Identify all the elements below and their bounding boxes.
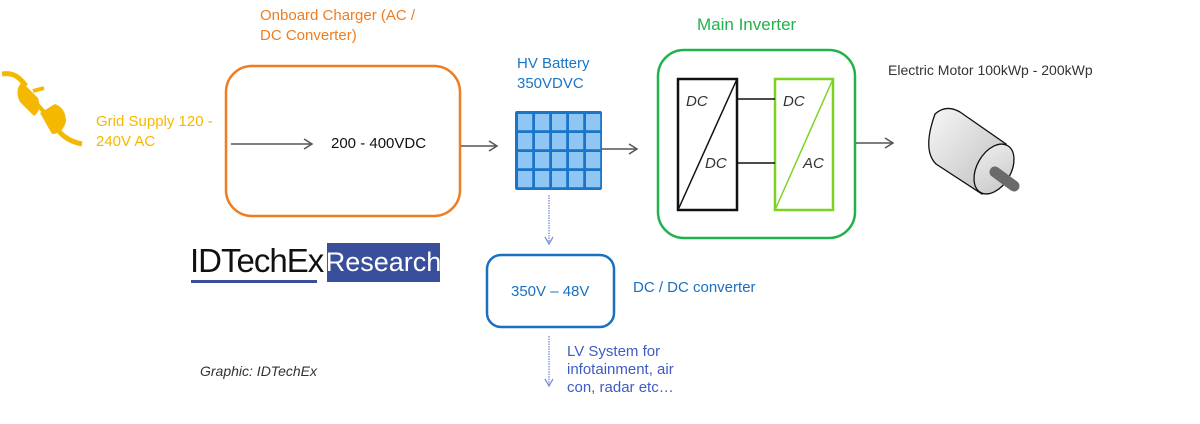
- battery-cell: [518, 114, 533, 131]
- battery-cell: [586, 114, 601, 131]
- stage2-top-label: DC: [783, 93, 805, 110]
- battery-cell: [535, 171, 550, 188]
- charger-title-line2: DC Converter): [260, 27, 357, 44]
- battery-cell: [518, 133, 533, 150]
- lv-line3: con, radar etc…: [567, 379, 674, 396]
- dcdc-box: [485, 253, 616, 329]
- battery-label: HV Battery 350VDVC: [517, 54, 590, 94]
- battery-cell: [586, 171, 601, 188]
- battery-label-line2: 350VDVC: [517, 75, 584, 92]
- logo-wordmark: IDTechEx: [190, 242, 324, 279]
- dc-dc-stage: [676, 77, 739, 212]
- inverter-box: [656, 48, 857, 240]
- battery-cell: [569, 171, 584, 188]
- stage1-top-label: DC: [686, 93, 708, 110]
- grid-supply-label: Grid Supply 120 - 240V AC: [96, 112, 213, 152]
- battery-cell: [569, 114, 584, 131]
- battery-cell: [535, 114, 550, 131]
- grid-supply-line2: 240V AC: [96, 133, 156, 150]
- battery-label-line1: HV Battery: [517, 55, 590, 72]
- battery-grid-icon: [515, 111, 602, 190]
- grid-supply-line1: Grid Supply 120 -: [96, 113, 213, 130]
- battery-cell: [586, 133, 601, 150]
- battery-cell: [586, 152, 601, 169]
- battery-cell: [518, 152, 533, 169]
- arrow-charger-to-battery: [461, 140, 499, 152]
- battery-cell: [569, 152, 584, 169]
- lv-line1: LV System for: [567, 343, 661, 360]
- battery-cell: [535, 133, 550, 150]
- dcdc-value: 350V – 48V: [511, 283, 590, 300]
- lv-system-label: LV System for infotainment, air con, rad…: [567, 343, 674, 397]
- lv-line2: infotainment, air: [567, 361, 674, 378]
- arrow-battery-to-dcdc: [544, 195, 554, 246]
- charger-box: [224, 64, 462, 218]
- battery-cell: [552, 152, 567, 169]
- battery-cell: [552, 171, 567, 188]
- plug-icon: [1, 71, 83, 147]
- battery-cell: [552, 133, 567, 150]
- dc-bus-links: [737, 98, 775, 164]
- charger-value: 200 - 400VDC: [331, 135, 427, 152]
- stage2-bottom-label: AC: [803, 155, 824, 172]
- arrow-inverter-to-motor: [856, 137, 895, 149]
- logo-underline: [191, 280, 317, 283]
- charger-title: Onboard Charger (AC / DC Converter): [260, 6, 415, 46]
- charger-title-line1: Onboard Charger (AC /: [260, 7, 416, 24]
- arrow-battery-to-inverter: [602, 143, 639, 155]
- stage1-bottom-label: DC: [705, 155, 727, 172]
- motor-icon: [928, 107, 1020, 195]
- arrow-dcdc-to-lv: [544, 336, 554, 388]
- battery-cell: [552, 114, 567, 131]
- graphic-credit: Graphic: IDTechEx: [200, 363, 317, 379]
- dcdc-label: DC / DC converter: [633, 279, 756, 296]
- arrow-grid-to-charger: [231, 138, 314, 150]
- battery-cell: [569, 133, 584, 150]
- logo-research-box: Research: [326, 243, 441, 282]
- battery-cell: [518, 171, 533, 188]
- battery-cell: [535, 152, 550, 169]
- inverter-title: Main Inverter: [697, 15, 797, 34]
- dc-ac-stage: [773, 77, 835, 212]
- motor-label: Electric Motor 100kWp - 200kWp: [888, 62, 1093, 78]
